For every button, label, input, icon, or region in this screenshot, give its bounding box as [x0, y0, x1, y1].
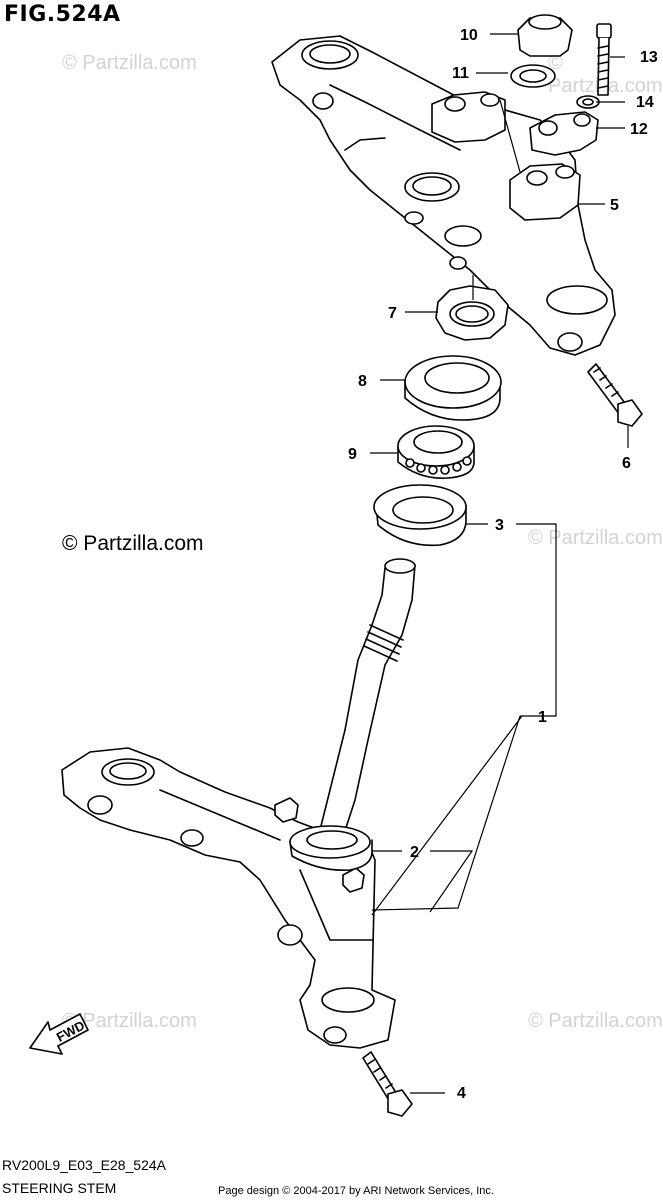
washer-part-14 — [576, 95, 600, 109]
callout-14: 14 — [636, 94, 654, 111]
bolt-part-4 — [362, 1051, 413, 1117]
leader-lines — [370, 33, 629, 1094]
callout-5: 5 — [610, 197, 619, 214]
bolt-part-13 — [596, 23, 612, 96]
bearing-race-part-3 — [373, 484, 467, 547]
diagram-code: RV200L9_E03_E28_524A — [2, 1157, 167, 1173]
callout-6: 6 — [622, 455, 631, 472]
diagram-name: STEERING STEM — [2, 1180, 117, 1196]
stem-nut-part-7 — [435, 285, 509, 341]
bearing-part-9 — [397, 425, 475, 479]
callout-9: 9 — [348, 446, 357, 463]
callout-3: 3 — [495, 517, 504, 534]
callout-13: 13 — [640, 49, 658, 66]
bolt-part-6 — [587, 363, 643, 427]
watermark: © Partzilla.com — [528, 1010, 663, 1032]
callout-4: 4 — [457, 1085, 466, 1102]
fwd-label: FWD — [54, 1018, 87, 1045]
callout-7: 7 — [388, 305, 397, 322]
callout-11: 11 — [452, 65, 469, 82]
callout-10: 10 — [460, 27, 478, 44]
fwd-arrow: FWD — [29, 1013, 89, 1055]
figure-title: FIG.524A — [4, 2, 121, 27]
watermark: © Partzilla.com — [62, 1010, 197, 1032]
callout-8: 8 — [358, 373, 367, 390]
page-credit: Page design © 2004-2017 by ARI Network S… — [218, 1185, 494, 1197]
callout-labels: 10 11 13 14 12 5 7 8 6 9 3 1 2 4 — [348, 27, 658, 1102]
cap-part-10 — [517, 14, 573, 57]
washer-part-11 — [510, 64, 556, 88]
callout-12: 12 — [630, 121, 648, 138]
watermark: © Partzilla.com — [62, 52, 197, 74]
holder-part-12 — [529, 111, 599, 156]
dust-seal-part-2 — [289, 825, 373, 872]
copyright-notice: © Partzilla.com — [62, 532, 204, 555]
steering-stem-part-1 — [61, 558, 416, 1049]
upper-bracket-part-5 — [271, 35, 616, 356]
callout-1: 1 — [538, 709, 547, 726]
dust-seal-part-8 — [404, 355, 502, 421]
callout-2: 2 — [410, 844, 419, 861]
watermark: © Partzilla.com — [528, 527, 663, 549]
